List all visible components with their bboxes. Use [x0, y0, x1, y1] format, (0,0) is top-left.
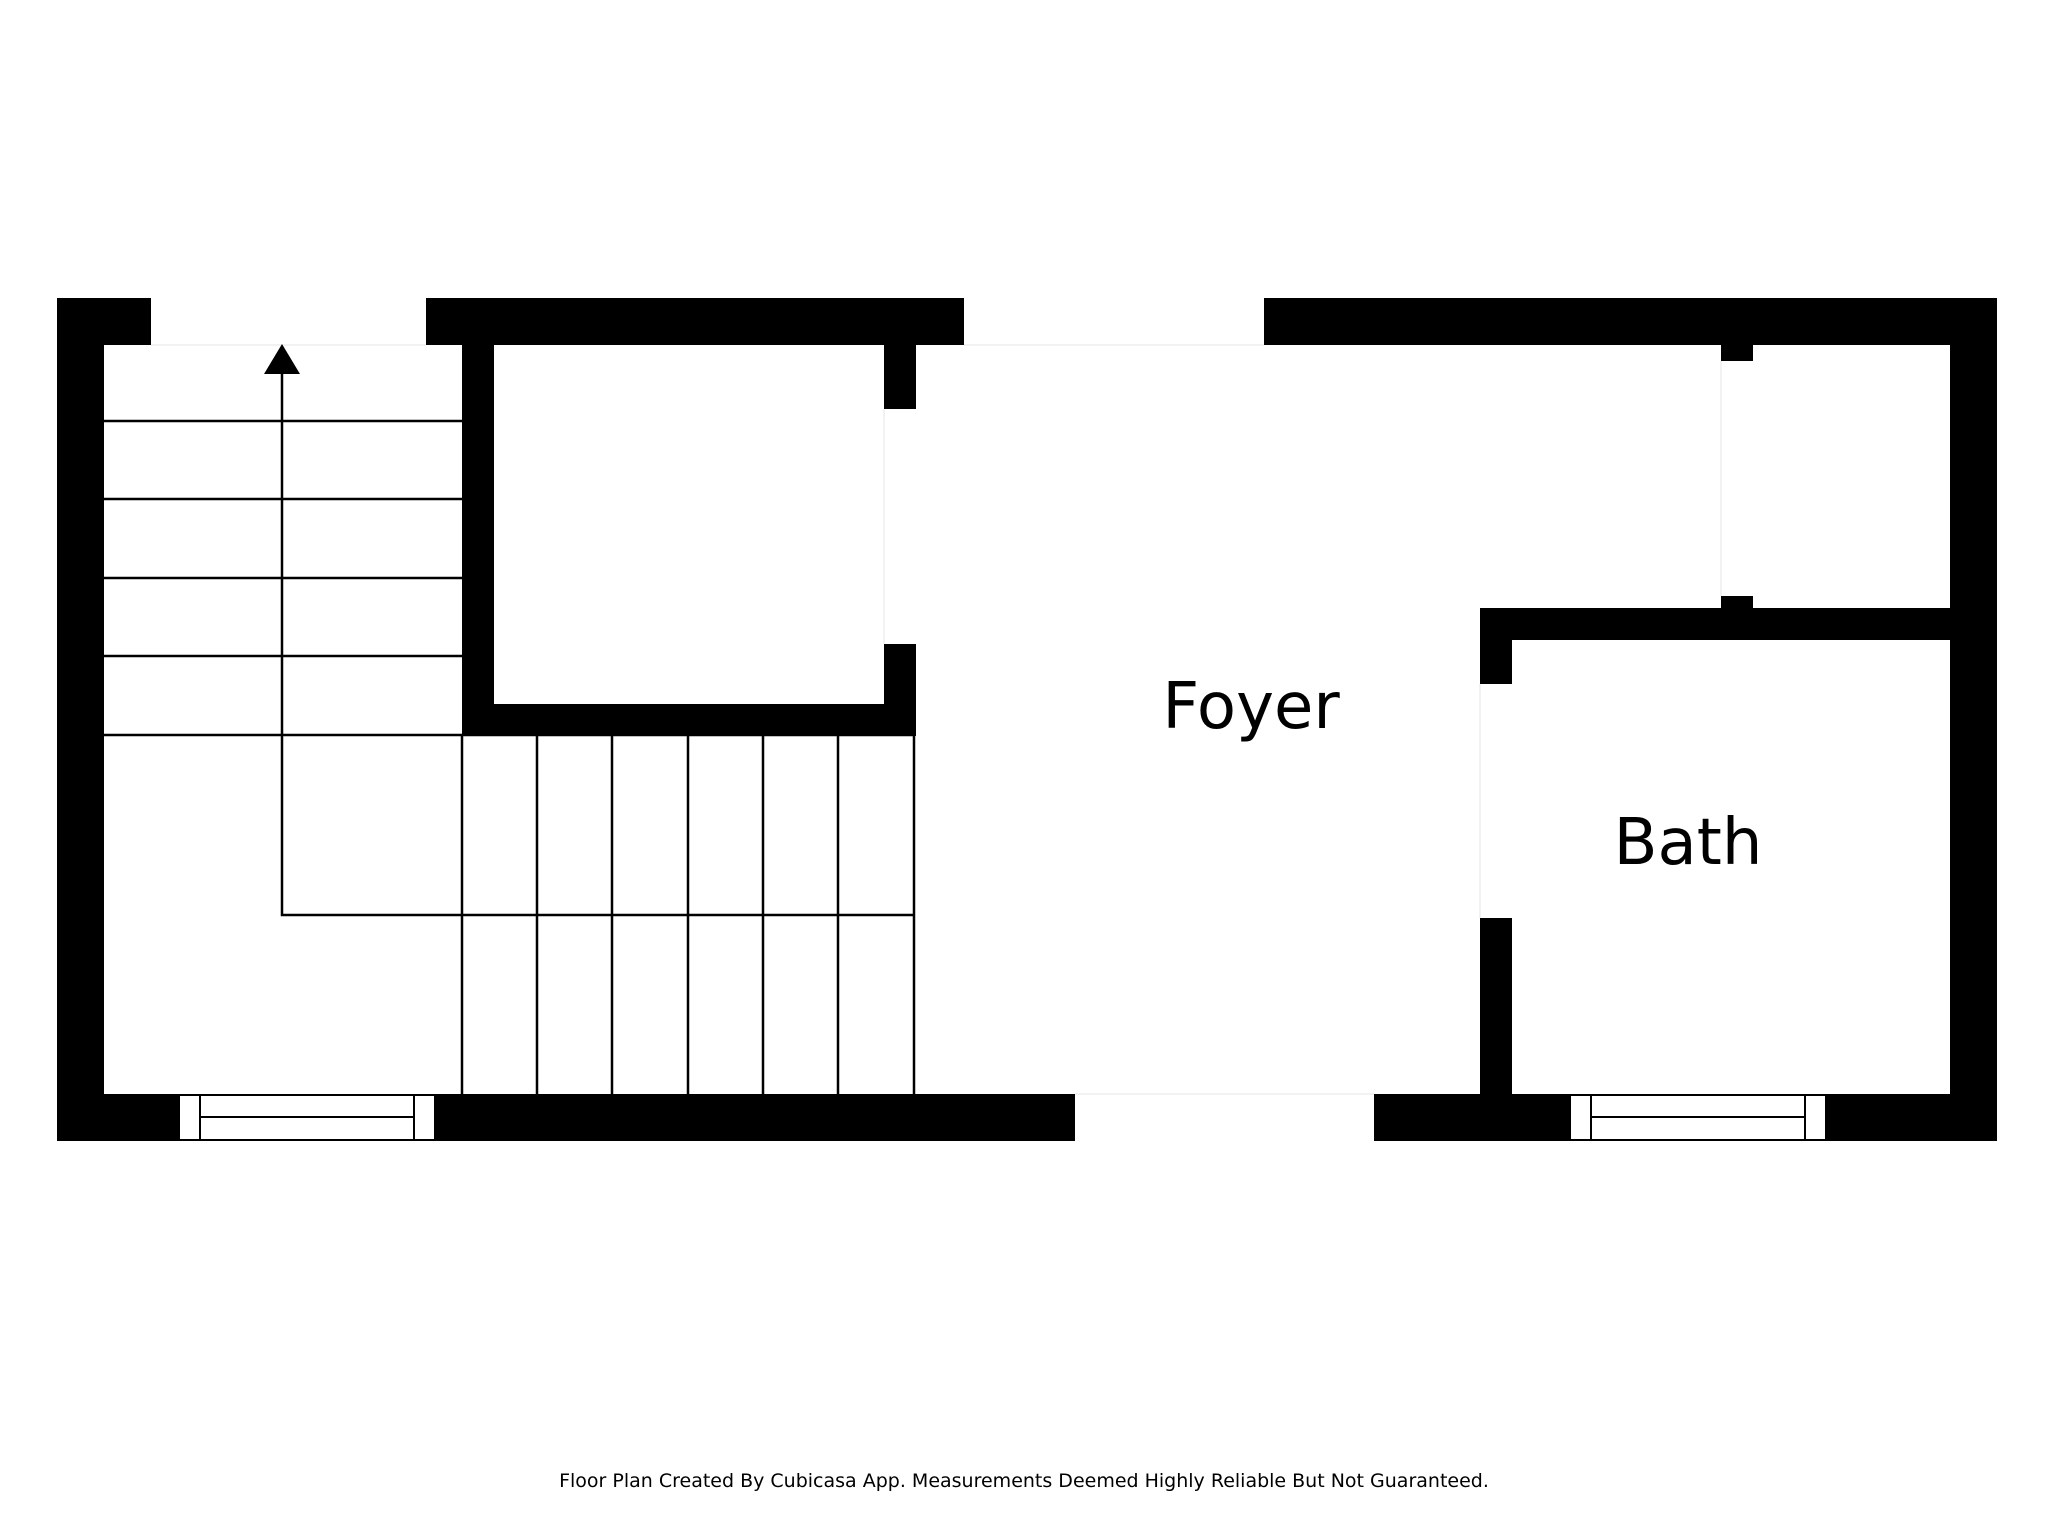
wall-bottom-right-a: [1374, 1094, 1570, 1141]
wall-left: [57, 298, 104, 1141]
wall-top-middle: [426, 298, 964, 345]
door-openings: [151, 344, 1722, 1095]
window-bath: [1569, 1094, 1827, 1141]
bath-wall-left-bottom: [1480, 918, 1512, 1141]
wall-bottom-left: [57, 1094, 179, 1141]
partition-top-stub: [1721, 345, 1753, 361]
interior-walls: [462, 345, 1997, 1141]
bath-wall-left-top: [1480, 608, 1512, 684]
closet-wall-right-bottom: [884, 644, 916, 736]
wall-top-right: [1264, 298, 1997, 345]
stair-direction-line: [280, 370, 914, 917]
exterior-walls: [57, 298, 1997, 1141]
stair-up-arrow-icon: [264, 344, 300, 374]
window-left: [178, 1094, 436, 1141]
staircase: [104, 370, 916, 1094]
windows: [178, 1094, 1827, 1141]
wall-right: [1950, 298, 1997, 1141]
room-label-bath: Bath: [1614, 806, 1763, 880]
closet-wall-left: [462, 345, 494, 735]
closet-wall-right-top: [884, 345, 916, 409]
wall-bottom-right-b: [1826, 1094, 1997, 1141]
closet-wall-bottom: [462, 704, 916, 736]
wall-bottom-middle: [435, 1094, 1075, 1141]
room-label-foyer: Foyer: [1162, 670, 1340, 744]
partition-bottom-stub: [1721, 596, 1753, 640]
footer-disclaimer: Floor Plan Created By Cubicasa App. Meas…: [559, 1470, 1489, 1492]
